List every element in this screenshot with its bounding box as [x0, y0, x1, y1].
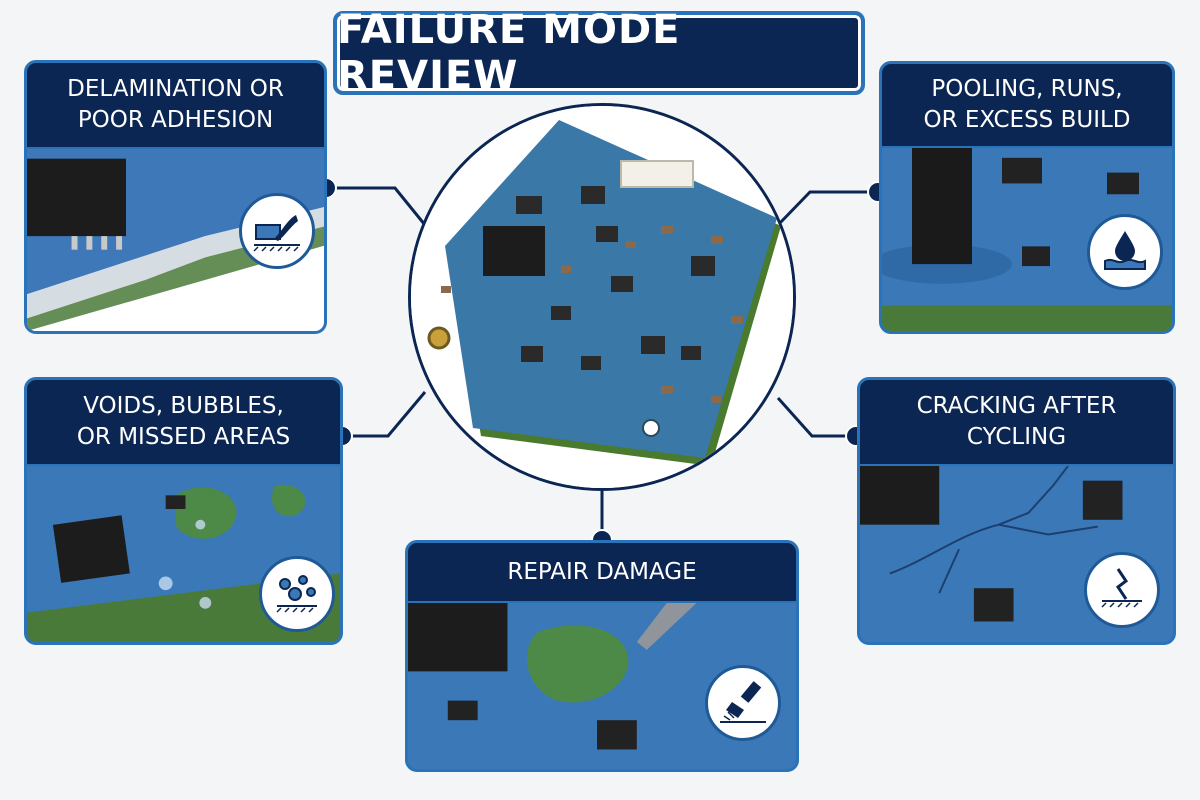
card-voids-label: VOIDS, BUBBLES, OR MISSED AREAS	[27, 380, 340, 466]
page-title: FAILURE MODE REVIEW	[337, 7, 681, 99]
center-pcb-image	[408, 103, 796, 491]
brush-icon	[705, 665, 781, 741]
card-delamination-label: DELAMINATION OR POOR ADHESION	[27, 63, 324, 149]
droplet-pool-icon	[1087, 214, 1163, 290]
card-pooling-label: POOLING, RUNS, OR EXCESS BUILD	[882, 64, 1172, 148]
card-pooling: POOLING, RUNS, OR EXCESS BUILD	[879, 61, 1175, 334]
peeling-layer-icon	[239, 193, 315, 269]
card-repair: REPAIR DAMAGE	[405, 540, 799, 772]
crack-icon	[1084, 552, 1160, 628]
coated-pcb-photo	[411, 106, 793, 488]
card-cracking-label: CRACKING AFTER CYCLING	[860, 380, 1173, 466]
card-cracking: CRACKING AFTER CYCLING	[857, 377, 1176, 645]
bubbles-icon	[259, 556, 335, 632]
card-repair-label: REPAIR DAMAGE	[408, 543, 796, 603]
card-delamination: DELAMINATION OR POOR ADHESION	[24, 60, 327, 334]
title-banner: FAILURE MODE REVIEW	[333, 7, 865, 99]
card-voids: VOIDS, BUBBLES, OR MISSED AREAS	[24, 377, 343, 645]
